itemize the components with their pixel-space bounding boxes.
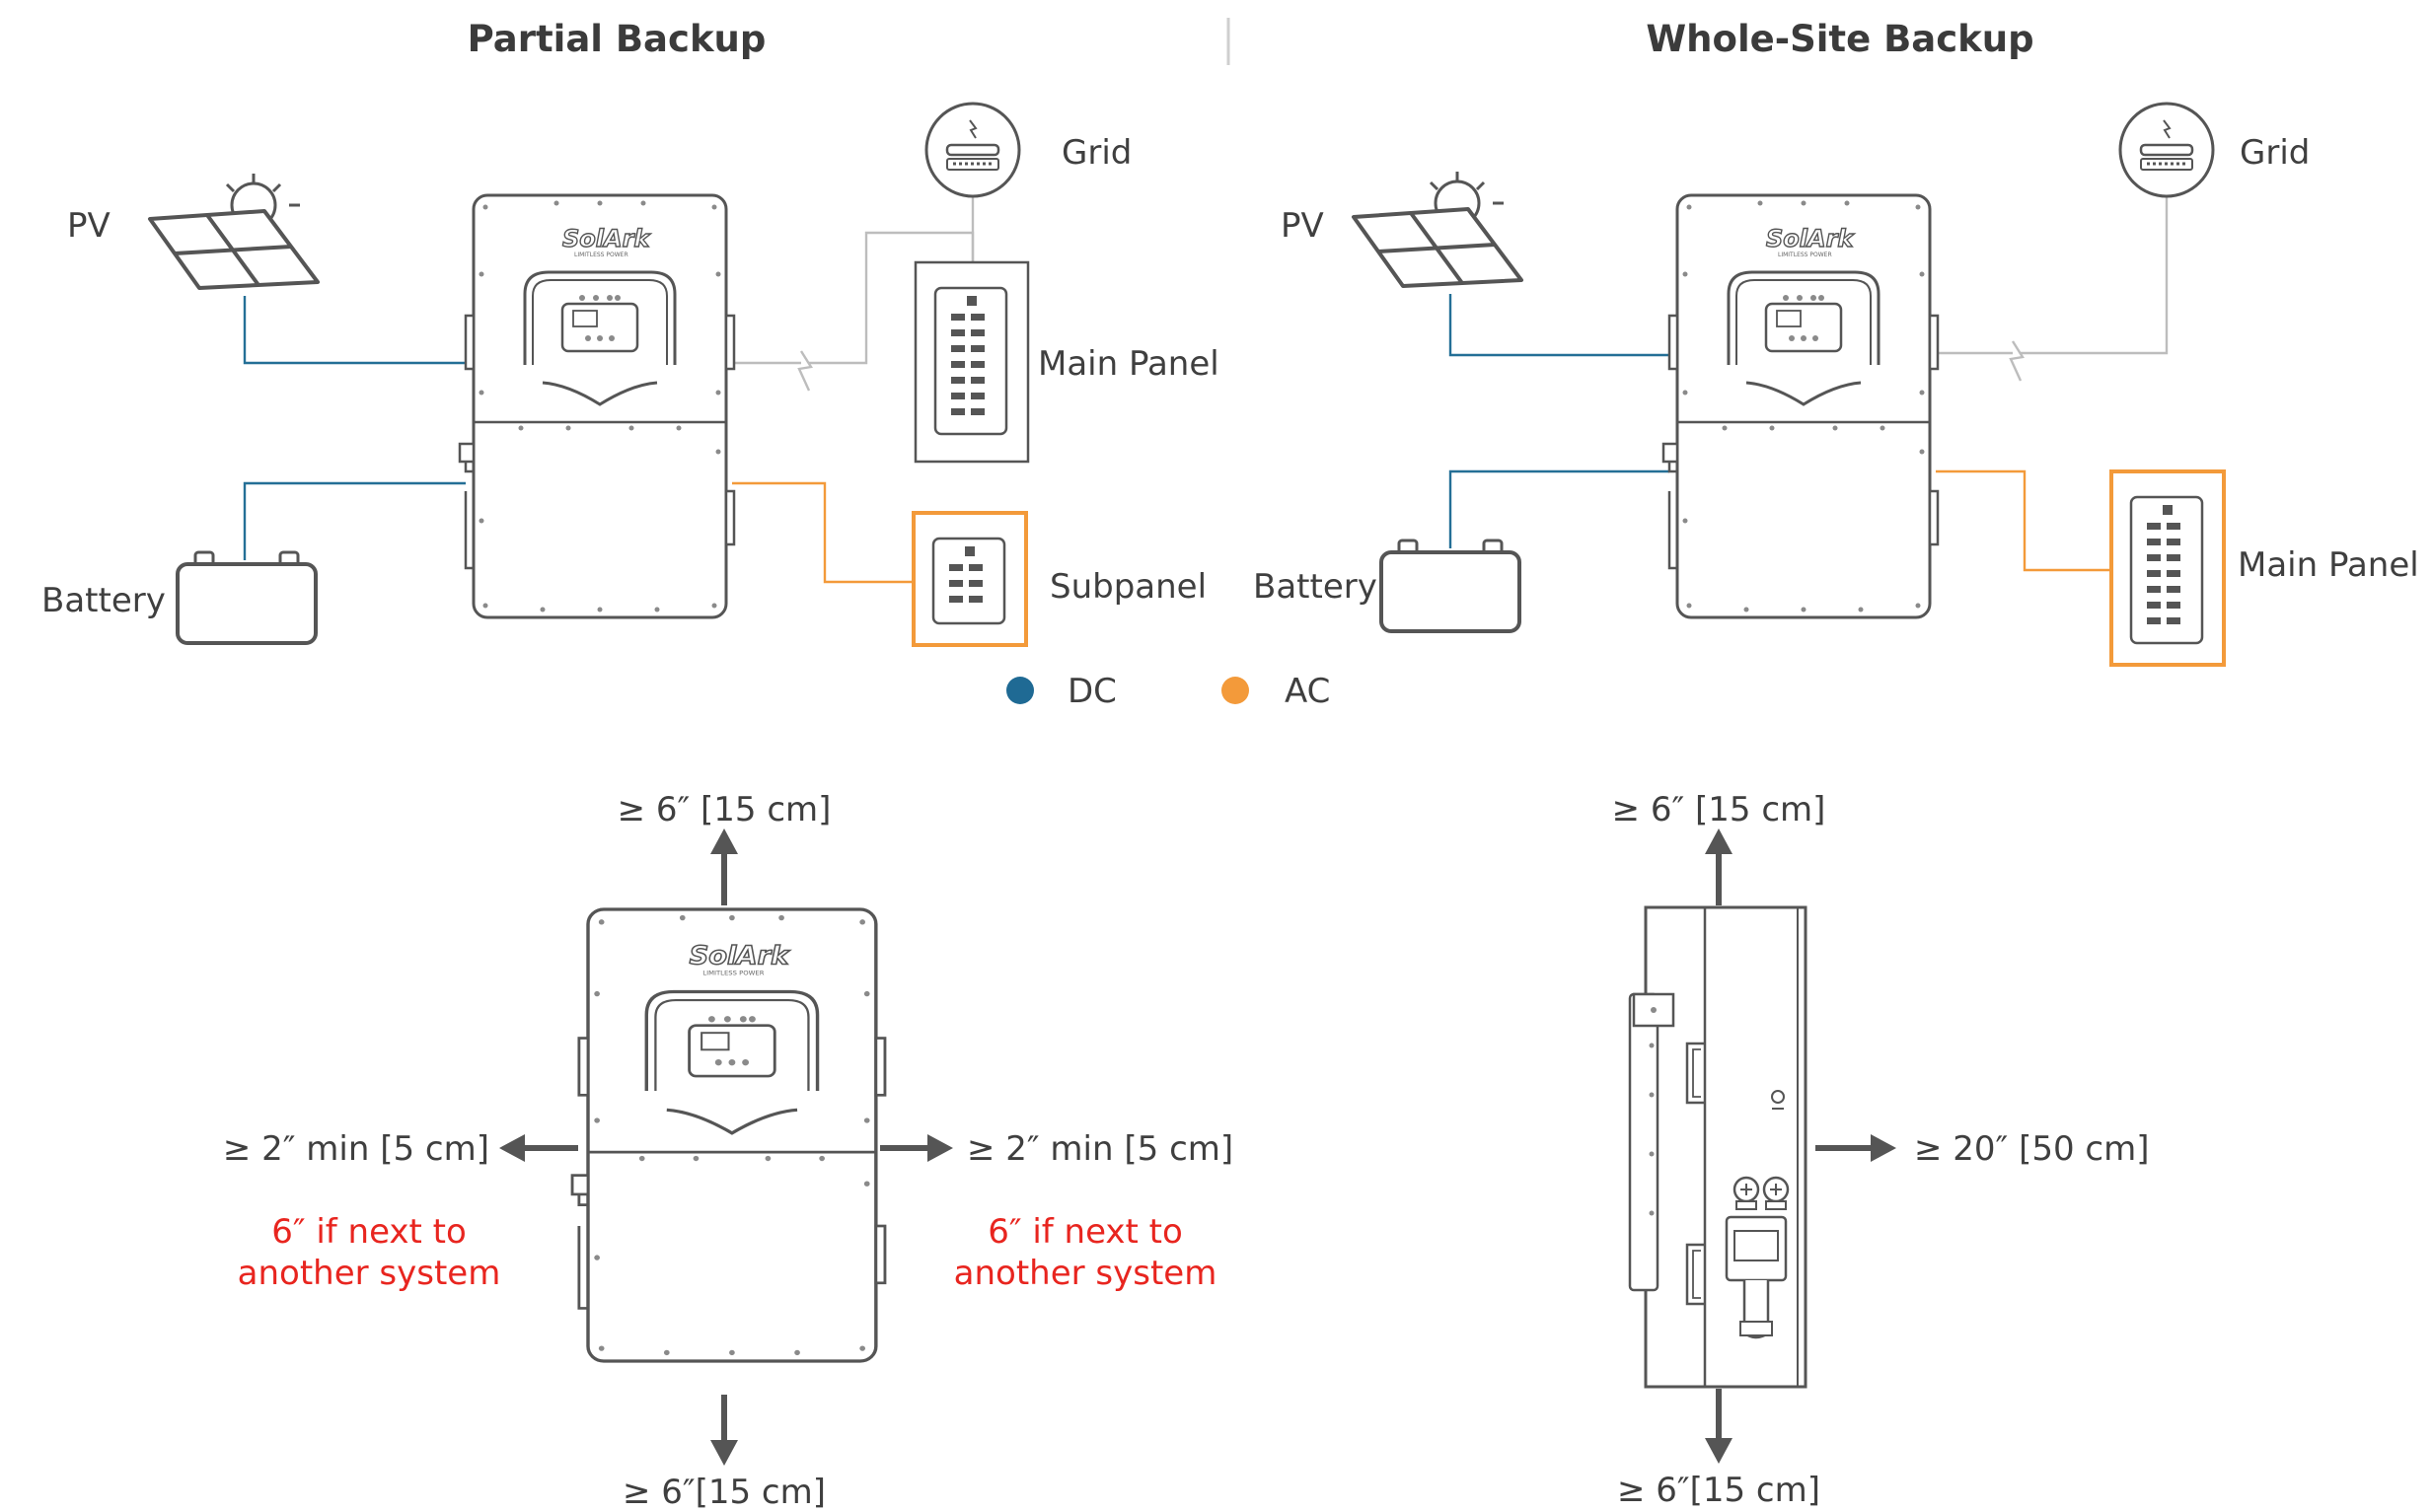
side-top-arrowhead [1705, 828, 1733, 854]
side-top-label: ≥ 6″ [15 cm] [1612, 790, 1826, 829]
legend-dc-swatch [1006, 677, 1034, 704]
bottom-arrowhead [710, 1440, 738, 1466]
pv-dc-line [243, 296, 466, 365]
main-panel-label-2: Main Panel [2238, 545, 2419, 585]
battery-label-2: Battery [1253, 567, 1377, 607]
pv-label-2: PV [1281, 206, 1324, 246]
right-note-line-1: 6″ if next to [988, 1212, 1183, 1252]
top-arrowhead [710, 828, 738, 854]
left-note-line-1: 6″ if next to [271, 1212, 467, 1252]
inverter-unit [458, 193, 736, 619]
side-right-label: ≥ 20″ [50 cm] [1914, 1129, 2149, 1169]
left-clearance-label: ≥ 2″ min [5 cm] [223, 1129, 489, 1169]
legend: DC AC [1006, 672, 1330, 711]
inverter-front-view [570, 907, 887, 1363]
solar-panel-icon [148, 172, 320, 290]
solar-panel-icon-2 [1352, 170, 1523, 288]
main-panel-icon-2 [2109, 469, 2226, 667]
inverter-side-view [1628, 905, 1807, 1389]
grid-line-up-2 [2021, 197, 2169, 355]
left-note-line-2: another system [238, 1254, 501, 1293]
grid-label-2: Grid [2240, 133, 2310, 173]
legend-ac-label: AC [1285, 672, 1330, 711]
grid-bolt-2 [2009, 340, 2025, 382]
battery-label: Battery [41, 581, 166, 620]
left-arrowhead [499, 1134, 525, 1162]
right-clearance-label: ≥ 2″ min [5 cm] [967, 1129, 1233, 1169]
partial-backup-diagram: PV Battery Grid Main Panel Subpanel [41, 102, 1219, 647]
grid-meter-icon [924, 102, 1021, 198]
side-clearance-diagram: ≥ 6″ [15 cm] ≥ 6″[15 cm] ≥ 20″ [50 cm] [1612, 790, 2150, 1510]
subpanel-label: Subpanel [1050, 567, 1207, 607]
main-panel-icon [914, 260, 1030, 464]
top-clearance-label: ≥ 6″ [15 cm] [618, 790, 832, 829]
pv-dc-line-2 [1448, 294, 1669, 357]
main-panel-label: Main Panel [1038, 344, 1219, 384]
grid-label: Grid [1062, 133, 1132, 173]
right-arrowhead [927, 1134, 953, 1162]
grid-meter-icon-2 [2118, 102, 2215, 198]
title-whole-site-backup: Whole-Site Backup [1646, 18, 2033, 60]
battery-icon-2 [1379, 539, 1521, 633]
whole-site-backup-diagram: PV Battery Grid Main Panel [1253, 102, 2419, 667]
main-panel-ac-line [1936, 469, 2111, 572]
side-bottom-label: ≥ 6″[15 cm] [1617, 1471, 1820, 1510]
legend-dc-label: DC [1068, 672, 1117, 711]
grid-bolt [797, 350, 813, 392]
side-right-arrowhead [1871, 1134, 1896, 1162]
right-note-line-2: another system [954, 1254, 1217, 1293]
side-bottom-arrowhead [1705, 1438, 1733, 1464]
subpanel-ac-line [732, 481, 914, 584]
inverter-unit-2 [1661, 193, 1940, 619]
title-partial-backup: Partial Backup [468, 18, 767, 60]
bottom-clearance-label: ≥ 6″[15 cm] [623, 1473, 826, 1512]
pv-label: PV [67, 206, 111, 246]
battery-icon [176, 550, 318, 645]
subpanel-icon [912, 511, 1028, 647]
front-clearance-diagram: ≥ 6″ [15 cm] ≥ 6″[15 cm] ≥ 2″ min [5 cm]… [223, 790, 1233, 1512]
battery-dc-line-2 [1448, 469, 1669, 548]
legend-ac-swatch [1221, 677, 1249, 704]
battery-dc-line [243, 481, 466, 560]
